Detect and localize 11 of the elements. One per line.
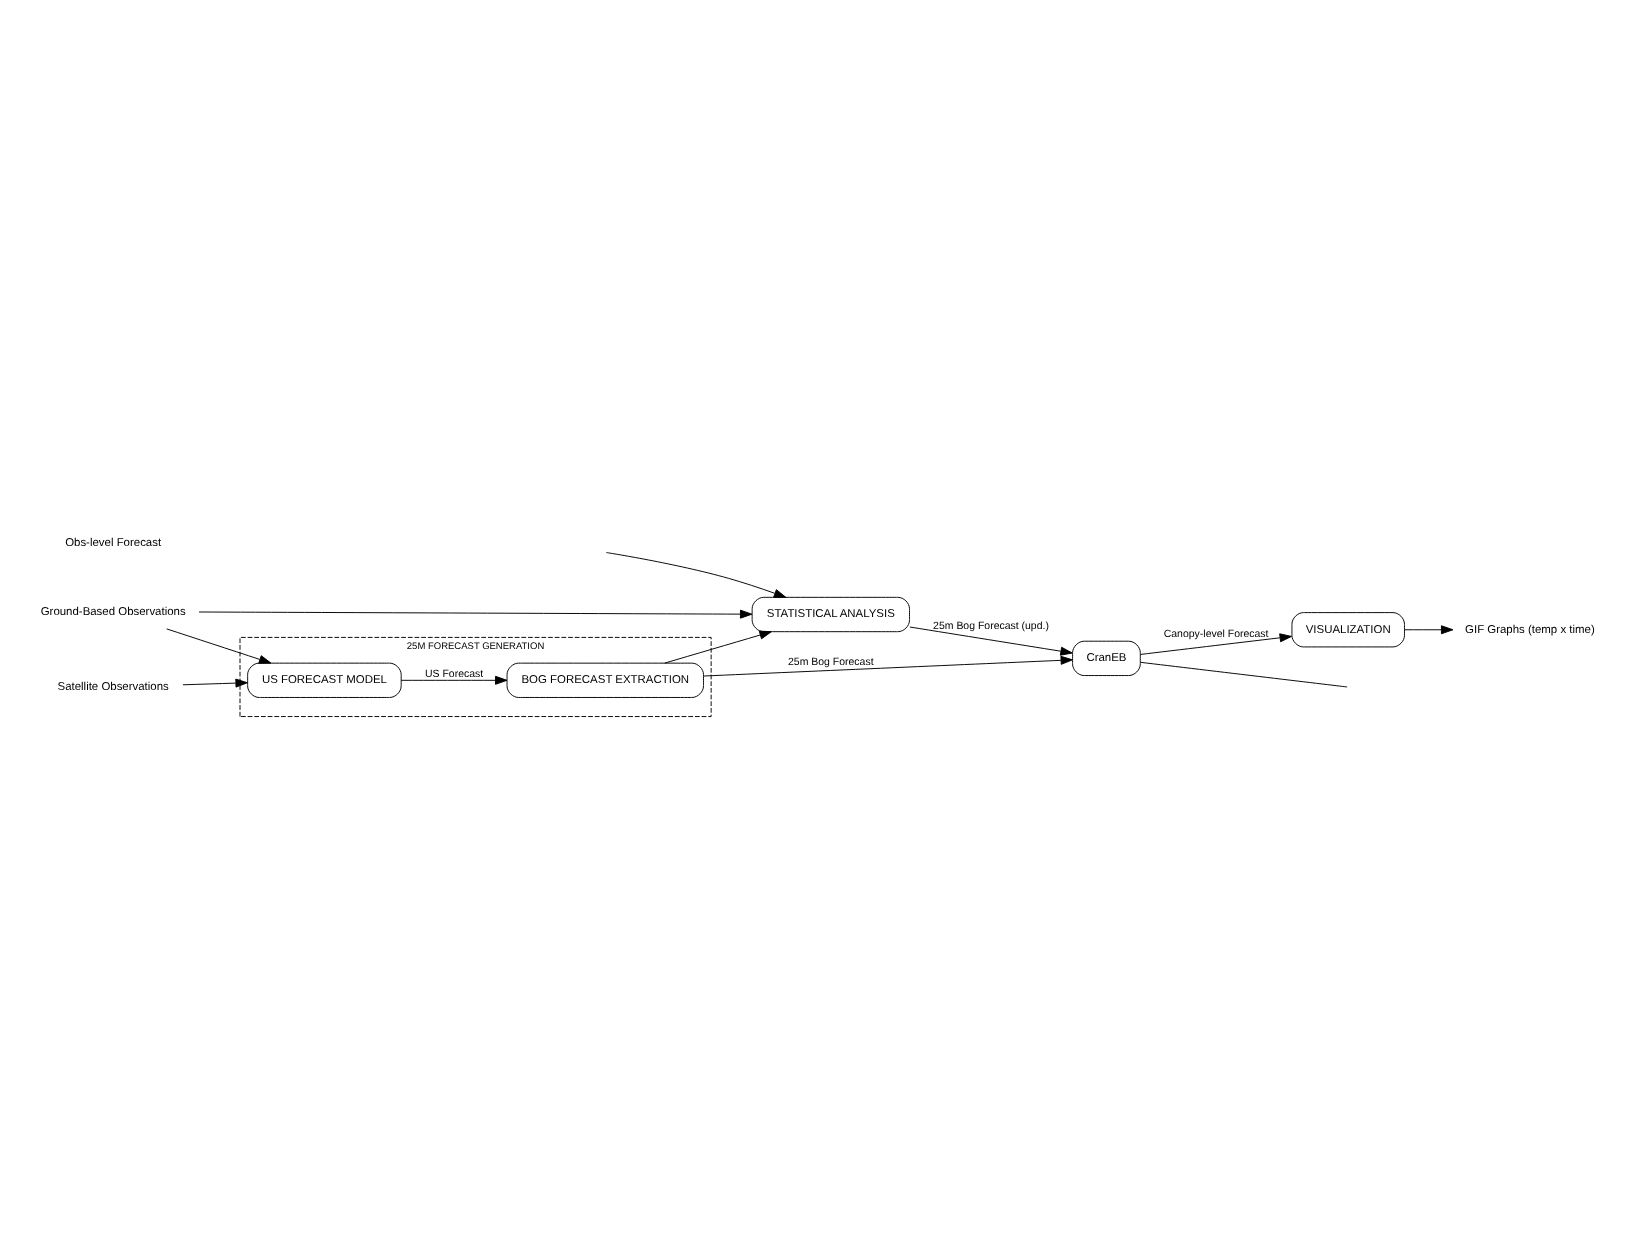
arrow: [605, 552, 787, 598]
connector: [1140, 661, 1348, 688]
arrow: [664, 630, 772, 664]
arrow: [1404, 625, 1454, 635]
arrow: [909, 626, 1073, 656]
arrow: [400, 675, 508, 685]
arrow: [1140, 633, 1292, 655]
arrow: [198, 609, 753, 619]
arrow: [703, 655, 1073, 677]
arrow: [166, 628, 272, 664]
arrow: [182, 678, 248, 688]
